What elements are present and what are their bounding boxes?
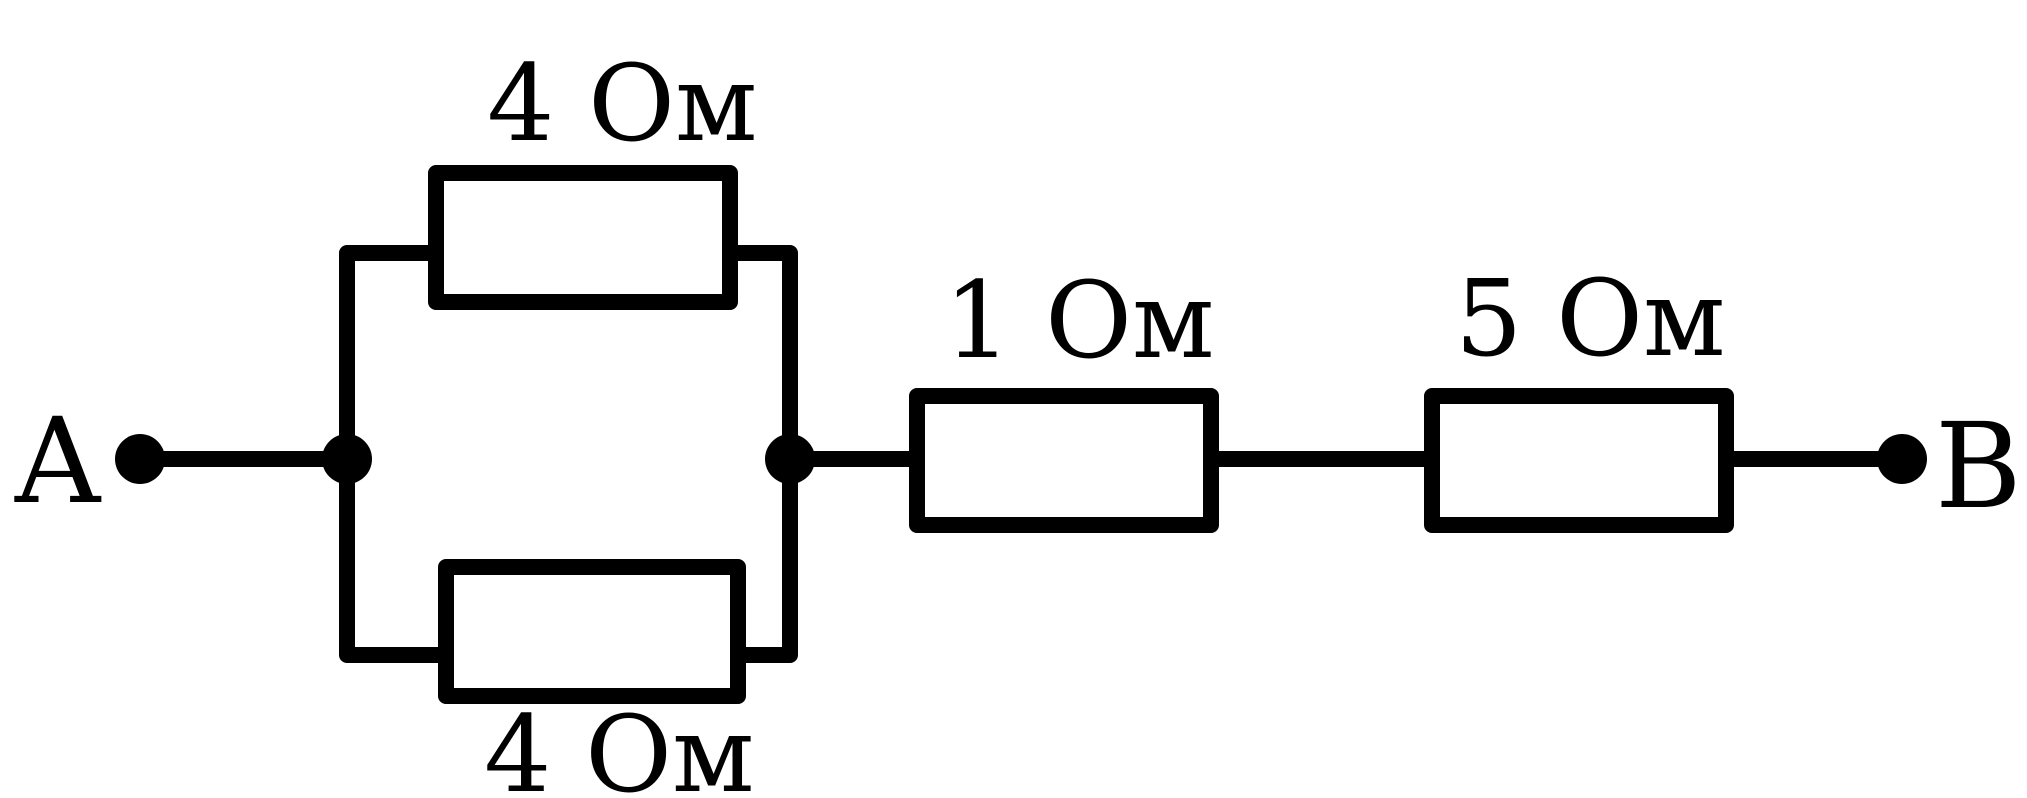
resistor-lower bbox=[438, 559, 746, 704]
junction-node-right bbox=[765, 434, 815, 484]
resistor-right-label: 5 Ом bbox=[1455, 257, 1726, 380]
resistor-middle bbox=[909, 388, 1219, 533]
resistor-right bbox=[1424, 388, 1734, 533]
resistor-upper-label: 4 Ом bbox=[487, 42, 758, 165]
resistor-lower-label: 4 Ом bbox=[484, 693, 755, 798]
terminal-node-a bbox=[115, 434, 165, 484]
resistor-middle-label: 1 Ом bbox=[944, 259, 1215, 382]
terminal-node-b bbox=[1877, 434, 1927, 484]
junction-node-left bbox=[322, 434, 372, 484]
resistor-upper bbox=[428, 165, 738, 310]
terminal-label-a: A bbox=[14, 392, 102, 530]
terminal-label-b: B bbox=[1935, 397, 2022, 535]
